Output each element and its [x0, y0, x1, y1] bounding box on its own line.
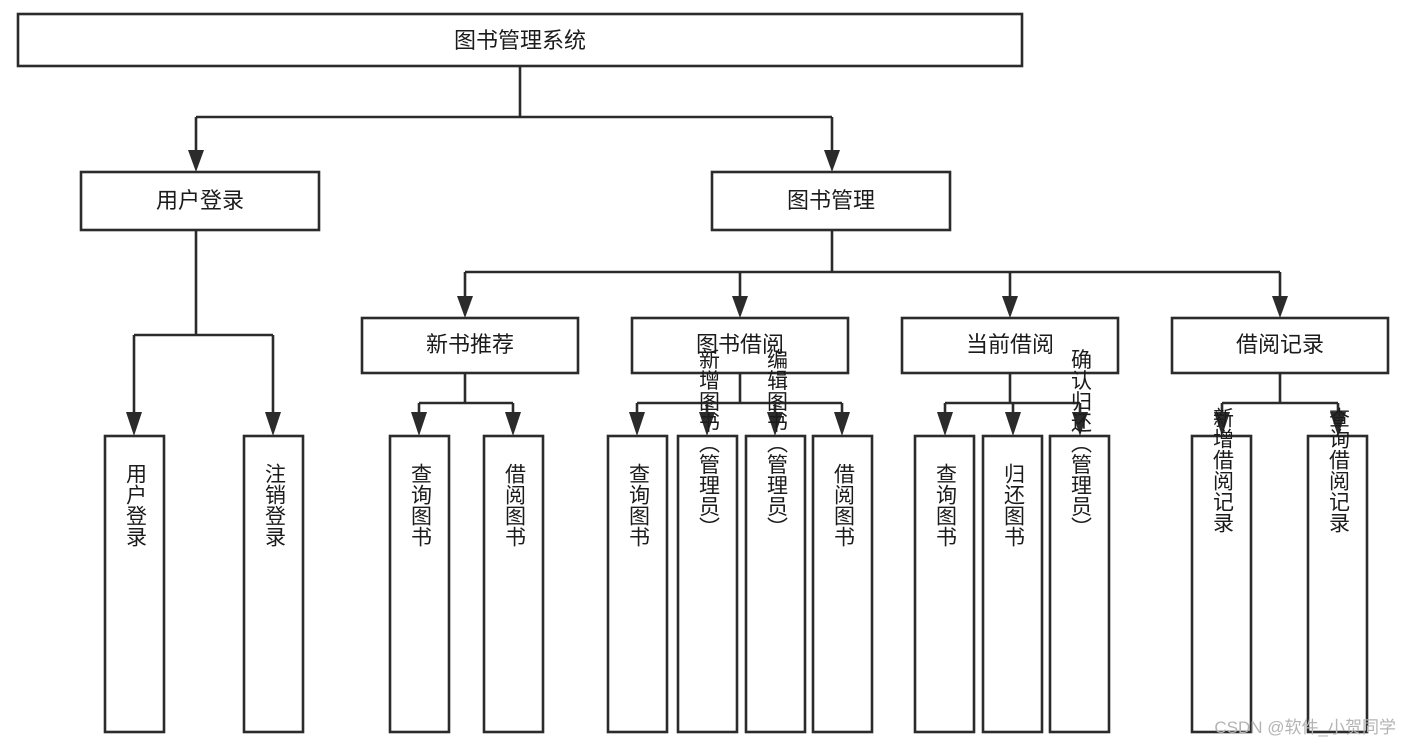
- node-leaf-logout-login-label: 注销登录: [263, 463, 287, 547]
- node-leaf-return-book-box[interactable]: [981, 434, 1044, 734]
- node-user-login[interactable]: 用户登录: [79, 170, 321, 232]
- node-leaf-borrow-book-1[interactable]: 借阅图书: [482, 434, 545, 734]
- connector-borrowrecord-to-leaves: [1214, 373, 1346, 436]
- arrow-head-leaf-query-book-1: [411, 412, 427, 436]
- connector-newbookrec-to-leaves: [411, 373, 521, 436]
- node-root-label: 图书管理系统: [454, 28, 586, 53]
- node-book-borrow-box[interactable]: [630, 316, 850, 375]
- arrow-head-book-manage: [824, 150, 840, 172]
- arrow-head-leaf-return-book: [1005, 412, 1021, 436]
- node-leaf-query-book-1-label: 查询图书: [409, 463, 433, 547]
- arrow-head-borrow-record: [1272, 296, 1288, 318]
- node-leaf-query-record-box[interactable]: [1306, 434, 1369, 734]
- node-leaf-query-book-3-box[interactable]: [913, 434, 976, 734]
- node-leaf-borrow-book-1-label: 借阅图书: [503, 463, 527, 547]
- node-user-login-label: 用户登录: [156, 188, 244, 213]
- node-leaf-query-record[interactable]: 查询借阅记录: [1306, 407, 1369, 734]
- node-leaf-user-login[interactable]: 用户登录: [103, 434, 166, 734]
- node-leaf-logout-login[interactable]: 注销登录: [242, 434, 305, 734]
- node-current-borrow-box[interactable]: [900, 316, 1120, 375]
- arrow-head-leaf-borrow-book-2: [834, 412, 850, 436]
- connector-bookmanage-to-level2: [457, 230, 1288, 318]
- node-leaf-user-login-label: 用户登录: [124, 463, 148, 547]
- node-book-borrow-label: 图书借阅: [696, 332, 784, 357]
- node-new-book-rec-label: 新书推荐: [426, 332, 514, 357]
- node-leaf-query-record-label: 查询借阅记录: [1327, 407, 1351, 533]
- node-leaf-borrow-book-2-box[interactable]: [811, 434, 874, 734]
- arrow-head-new-book-rec: [457, 296, 473, 318]
- node-book-manage-label: 图书管理: [787, 188, 875, 213]
- arrow-head-leaf-confirm-return: [1072, 412, 1088, 436]
- node-book-borrow[interactable]: 图书借阅: [630, 316, 850, 375]
- node-leaf-borrow-book-2[interactable]: 借阅图书: [811, 434, 874, 734]
- node-leaf-add-book-box[interactable]: [676, 434, 739, 734]
- node-new-book-rec[interactable]: 新书推荐: [360, 316, 580, 375]
- node-user-login-box[interactable]: [79, 170, 321, 232]
- node-book-manage[interactable]: 图书管理: [710, 170, 952, 232]
- node-root[interactable]: 图书管理系统: [16, 12, 1024, 68]
- node-leaf-confirm-return-box[interactable]: [1048, 434, 1111, 734]
- node-leaf-add-book-label: 新增图书（管理员）: [697, 349, 721, 538]
- node-leaf-borrow-book-1-box[interactable]: [482, 434, 545, 734]
- arrow-head-leaf-edit-book: [767, 412, 783, 436]
- node-root-box[interactable]: [16, 12, 1024, 68]
- node-leaf-confirm-return[interactable]: 确认归还（管理员）: [1048, 349, 1111, 734]
- node-leaf-query-book-3-label: 查询图书: [934, 463, 958, 547]
- arrow-head-leaf-add-record: [1214, 412, 1230, 436]
- node-borrow-record-box[interactable]: [1170, 316, 1390, 375]
- node-leaf-edit-book-label: 编辑图书（管理员）: [765, 349, 789, 538]
- arrow-head-leaf-borrow-book-1: [505, 412, 521, 436]
- node-leaf-confirm-return-label: 确认归还（管理员）: [1069, 349, 1093, 538]
- node-leaf-add-record-label: 新增借阅记录: [1211, 407, 1235, 533]
- connector-bookborrow-to-leaves: [629, 373, 850, 436]
- node-leaf-add-record[interactable]: 新增借阅记录: [1190, 407, 1253, 734]
- node-current-borrow[interactable]: 当前借阅: [900, 316, 1120, 375]
- node-leaf-edit-book[interactable]: 编辑图书（管理员）: [744, 349, 807, 734]
- node-leaf-query-book-1[interactable]: 查询图书: [388, 434, 451, 734]
- node-leaf-logout-login-box[interactable]: [242, 434, 305, 734]
- node-leaf-user-login-box[interactable]: [103, 434, 166, 734]
- connector-currentborrow-to-leaves: [937, 373, 1088, 436]
- arrow-head-book-borrow: [732, 296, 748, 318]
- arrow-head-leaf-query-record: [1330, 412, 1346, 436]
- node-leaf-return-book[interactable]: 归还图书: [981, 434, 1044, 734]
- node-leaf-return-book-label: 归还图书: [1002, 463, 1026, 547]
- node-leaf-query-book-3[interactable]: 查询图书: [913, 434, 976, 734]
- node-leaf-add-book[interactable]: 新增图书（管理员）: [676, 349, 739, 734]
- arrow-head-leaf-query-book-2: [629, 412, 645, 436]
- arrow-head-current-borrow: [1002, 296, 1018, 318]
- node-leaf-edit-book-box[interactable]: [744, 434, 807, 734]
- node-leaf-query-book-2-box[interactable]: [606, 434, 669, 734]
- arrow-head-leaf-query-book-3: [937, 412, 953, 436]
- node-new-book-rec-box[interactable]: [360, 316, 580, 375]
- node-current-borrow-label: 当前借阅: [966, 332, 1054, 357]
- node-borrow-record[interactable]: 借阅记录: [1170, 316, 1390, 375]
- connector-userlogin-to-leaves: [126, 230, 281, 436]
- node-leaf-query-book-1-box[interactable]: [388, 434, 451, 734]
- arrow-head-user-login: [188, 150, 204, 172]
- node-leaf-query-book-2[interactable]: 查询图书: [606, 434, 669, 734]
- arrow-head-leaf-user-login: [126, 412, 142, 436]
- csdn-watermark: CSDN @软件_小贺同学: [1214, 718, 1396, 737]
- node-borrow-record-label: 借阅记录: [1236, 332, 1324, 357]
- arrow-head-leaf-logout-login: [265, 412, 281, 436]
- node-book-manage-box[interactable]: [710, 170, 952, 232]
- connector-root-to-level1: [188, 66, 840, 172]
- node-leaf-query-book-2-label: 查询图书: [627, 463, 651, 547]
- arrow-head-leaf-add-book: [699, 412, 715, 436]
- node-leaf-borrow-book-2-label: 借阅图书: [832, 463, 856, 547]
- node-leaf-add-record-box[interactable]: [1190, 434, 1253, 734]
